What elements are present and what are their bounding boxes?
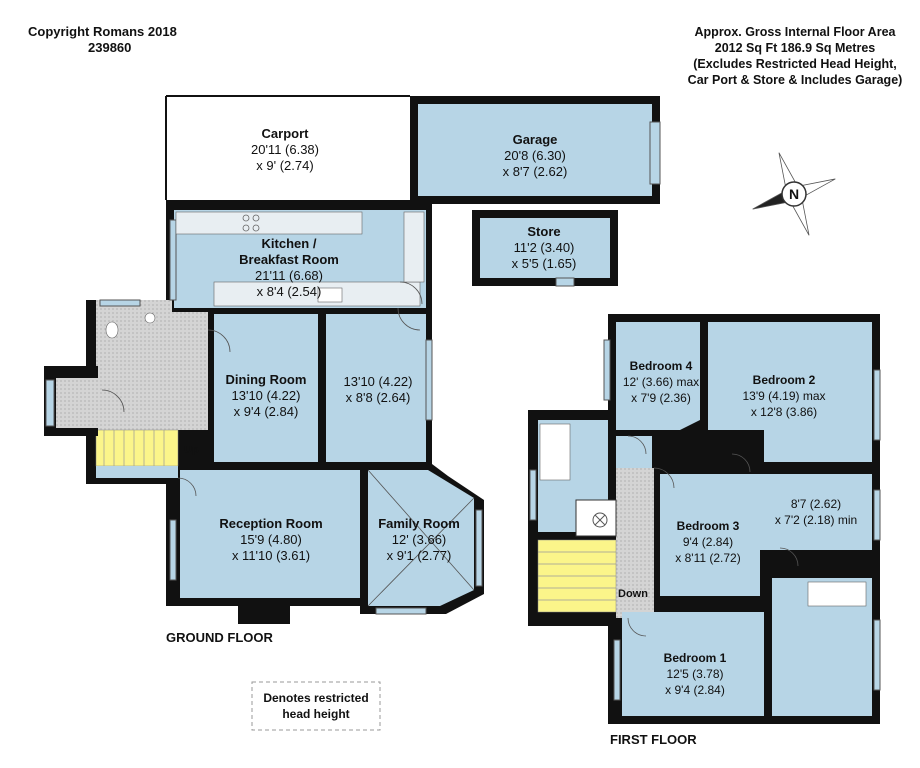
first-floor-label: FIRST FLOOR [610,732,697,747]
garage-label: Garage 20'8 (6.30) x 8'7 (2.62) [460,132,610,180]
dining-label: Dining Room 13'10 (4.22) x 9'4 (2.84) [214,372,318,420]
kitchen-name-1: Kitchen / [261,236,317,251]
bedroom-2-label: Bedroom 2 13'9 (4.19) max x 12'8 (3.86) [724,372,844,420]
kitchen-dim-2: x 8'4 (2.54) [256,284,322,299]
bedroom-2-dim-1: 13'9 (4.19) max [742,389,826,403]
reception-dim-2: x 11'10 (3.61) [231,548,311,563]
carport-name: Carport [261,126,309,141]
reception-name: Reception Room [219,516,323,531]
bedroom-2-dim-2: x 12'8 (3.86) [750,405,818,419]
family-name: Family Room [378,516,460,531]
area-line-1: Approx. Gross Internal Floor Area [694,25,896,39]
compass [752,152,836,236]
stair-down-label: Down [618,588,648,600]
legend-line-2: head height [282,707,350,721]
bedroom-1-dim-2: x 9'4 (2.84) [665,683,725,697]
bedroom-3-extension-dim-1: 8'7 (2.62) [790,497,842,511]
carport-dim-1: 20'11 (6.38) [250,142,319,157]
compass-north-letter: N [788,186,800,202]
family-dim-2: x 9'1 (2.77) [386,548,452,563]
store-dim-2: x 5'5 (1.65) [511,256,577,271]
bedroom-3-dim-2: x 8'11 (2.72) [675,551,741,565]
dining-extension-dim-2: x 8'8 (2.64) [345,390,411,405]
stair-up-label: Up [184,444,199,456]
legend-line-1: Denotes restricted [263,691,369,705]
bedroom-2-name: Bedroom 2 [752,373,816,387]
dining-dim-2: x 9'4 (2.84) [233,404,299,419]
kitchen-dim-1: 21'11 (6.68) [254,268,323,283]
ground-floor-body [44,200,484,624]
bedroom-4-name: Bedroom 4 [629,359,693,373]
bedroom-3-extension-dim-2: x 7'2 (2.18) min [774,513,858,527]
bedroom-3-label: Bedroom 3 9'4 (2.84) x 8'11 (2.72) [660,518,756,566]
reference-number: 239860 [88,40,132,55]
dining-extension-dim-1: 13'10 (4.22) [343,374,413,389]
bedroom-3-dim-1: 9'4 (2.84) [682,535,734,549]
ground-floor-label: GROUND FLOOR [166,630,273,645]
store-room [472,210,618,287]
store-name: Store [527,224,561,239]
legend-box [251,681,381,731]
family-dim-1: 12' (3.66) [391,532,447,547]
bedroom-1-dim-1: 12'5 (3.78) [666,667,724,681]
bedroom-4-label: Bedroom 4 12' (3.66) max x 7'9 (2.36) [612,358,710,406]
family-label: Family Room 12' (3.66) x 9'1 (2.77) [368,516,470,564]
carport [165,95,410,200]
garage-dim-1: 20'8 (6.30) [504,148,566,163]
kitchen-name-2: Breakfast Room [239,252,339,267]
carport-dim-2: x 9' (2.74) [256,158,314,173]
store-label: Store 11'2 (3.40) x 5'5 (1.65) [484,224,604,272]
first-floor-body [528,314,881,724]
garage-name: Garage [512,132,558,147]
dining-extension-label: 13'10 (4.22) x 8'8 (2.64) [330,374,426,406]
dining-name: Dining Room [225,372,307,387]
dining-dim-1: 13'10 (4.22) [231,388,301,403]
kitchen-label: Kitchen / Breakfast Room 21'11 (6.68) x … [214,236,364,300]
area-line-2: 2012 Sq Ft 186.9 Sq Metres [714,41,876,55]
reception-dim-1: 15'9 (4.80) [240,532,302,547]
garage-dim-2: x 8'7 (2.62) [502,164,568,179]
bedroom-1-label: Bedroom 1 12'5 (3.78) x 9'4 (2.84) [640,650,750,698]
area-line-3: (Excludes Restricted Head Height, [693,57,897,71]
bedroom-4-dim-2: x 7'9 (2.36) [631,391,691,405]
garage-room [410,96,661,204]
store-dim-1: 11'2 (3.40) [513,240,575,255]
area-line-4: Car Port & Store & Includes Garage) [687,73,903,87]
bedroom-3-name: Bedroom 3 [676,519,740,533]
copyright-text: Copyright Romans 2018 [28,24,177,39]
reception-label: Reception Room 15'9 (4.80) x 11'10 (3.61… [196,516,346,564]
bedroom-4-dim-1: 12' (3.66) max [622,375,700,389]
bedroom-3-extension-label: 8'7 (2.62) x 7'2 (2.18) min [762,496,870,528]
bedroom-1-name: Bedroom 1 [663,651,727,665]
carport-label: Carport 20'11 (6.38) x 9' (2.74) [210,126,360,174]
